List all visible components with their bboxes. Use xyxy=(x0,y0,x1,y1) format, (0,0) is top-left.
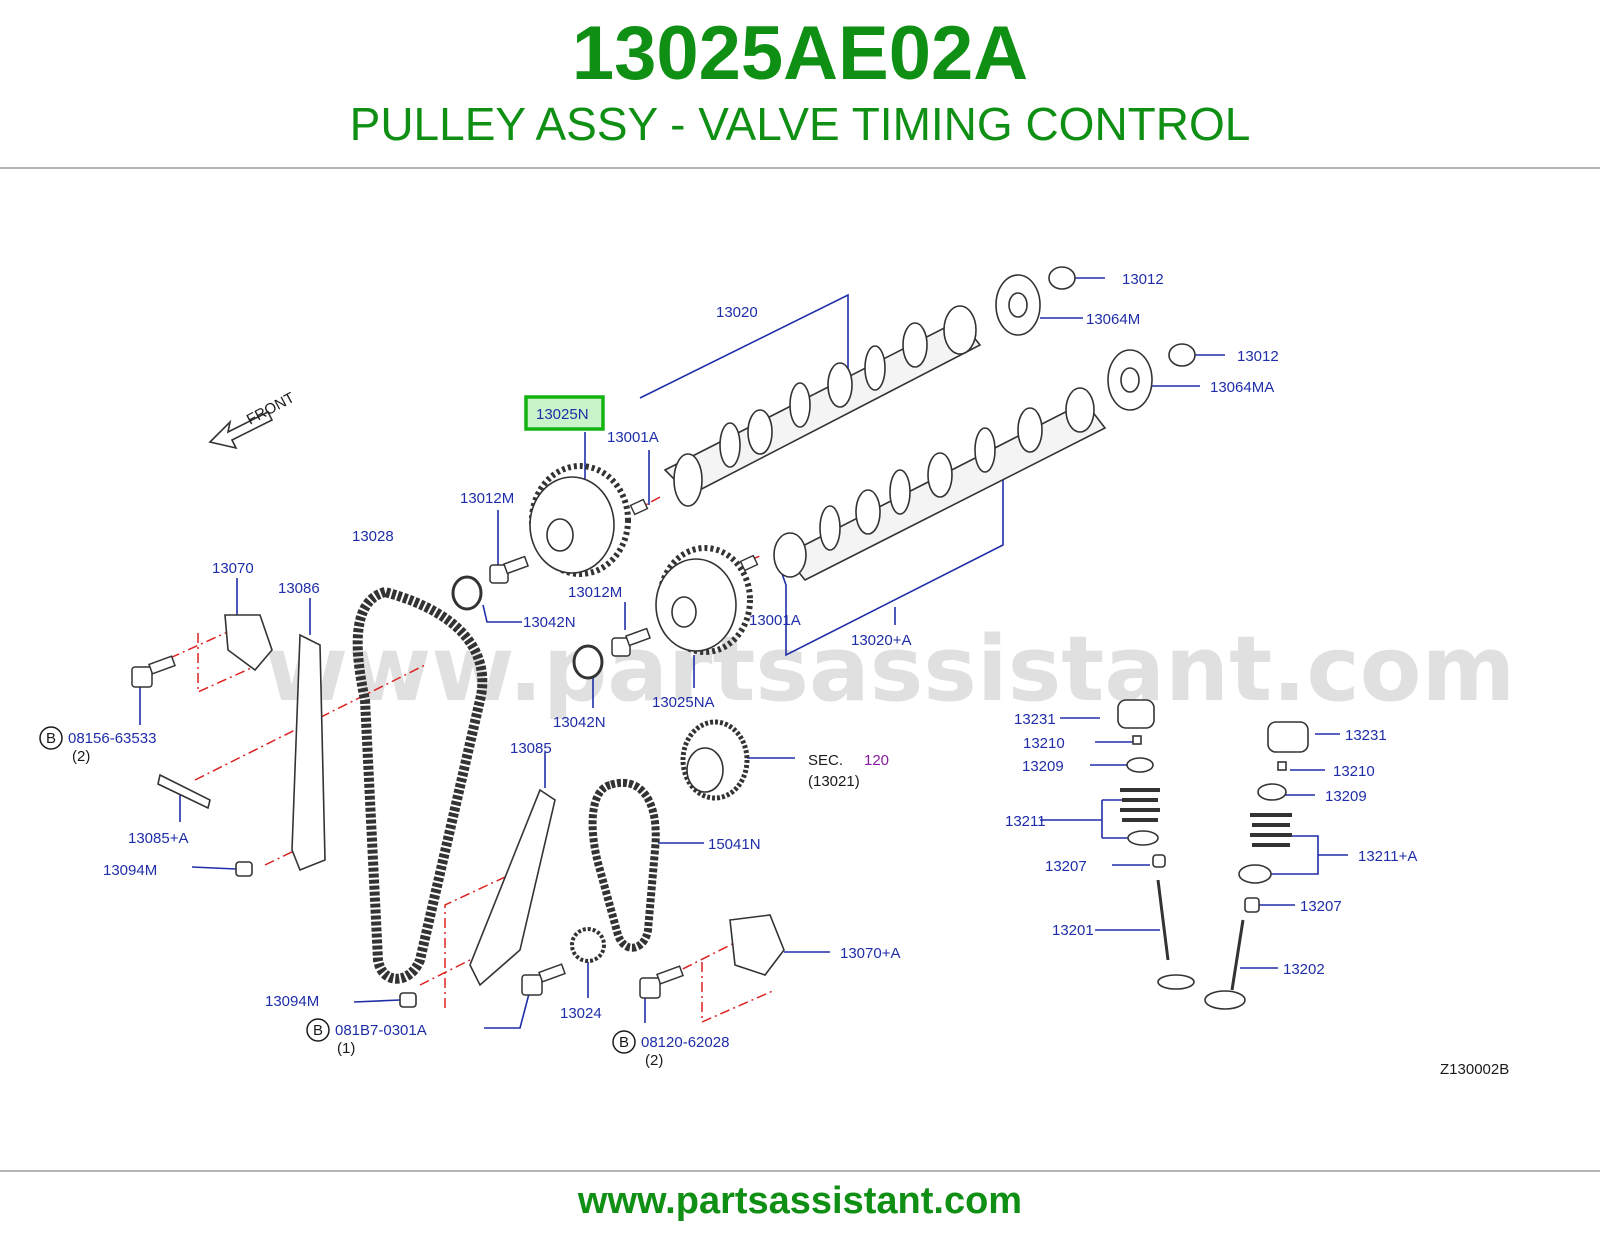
oil-pump-chain-15041n xyxy=(588,778,660,952)
vtc-pulley-13025na xyxy=(655,545,753,655)
bolt-marker-081b7: B xyxy=(306,1018,330,1042)
part-description: PULLEY ASSY - VALVE TIMING CONTROL xyxy=(349,98,1251,150)
sec-sublabel: (13021) xyxy=(808,773,860,790)
part-label-13028[interactable]: 13028 xyxy=(352,528,394,545)
part-label-13202[interactable]: 13202 xyxy=(1283,961,1325,978)
valve-train-left xyxy=(1117,699,1195,990)
part-label-13012m-mid[interactable]: 13012M xyxy=(568,584,622,601)
part-label-13025na[interactable]: 13025NA xyxy=(652,694,715,711)
part-label-13231-right[interactable]: 13231 xyxy=(1345,727,1387,744)
part-label-13020[interactable]: 13020 xyxy=(716,304,758,321)
part-label-13001a-mid[interactable]: 13001A xyxy=(749,612,801,629)
part-qty-08120: (2) xyxy=(645,1052,663,1069)
sec-link-120[interactable]: 120 xyxy=(864,752,889,769)
watermark-text: www.partsassistant.com xyxy=(265,617,1515,722)
part-label-08120-62028[interactable]: 08120-62028 xyxy=(641,1034,729,1051)
dowel-pin-mid xyxy=(739,554,759,572)
header-divider xyxy=(0,167,1600,169)
part-label-13001a-top[interactable]: 13001A xyxy=(607,429,659,446)
chain-tensioner-13070a xyxy=(729,914,785,976)
page-header: 13025AE02A PULLEY ASSY - VALVE TIMING CO… xyxy=(0,0,1600,168)
exhaust-camshaft xyxy=(773,387,1107,582)
bolts xyxy=(131,555,684,999)
bolt-081b7 xyxy=(521,974,543,996)
svg-text:B: B xyxy=(313,1022,323,1039)
part-label-13070[interactable]: 13070 xyxy=(212,560,254,577)
part-label-13085a[interactable]: 13085+A xyxy=(128,830,188,847)
part-label-13207-left[interactable]: 13207 xyxy=(1045,858,1087,875)
part-label-13042n-bot[interactable]: 13042N xyxy=(553,714,606,731)
gear-sec-120 xyxy=(680,719,750,801)
seal-13042n-top xyxy=(451,575,483,611)
svg-text:B: B xyxy=(46,730,56,747)
part-label-13064ma[interactable]: 13064MA xyxy=(1210,379,1274,396)
svg-text:B: B xyxy=(619,1034,629,1051)
part-label-13042n-top[interactable]: 13042N xyxy=(523,614,576,631)
part-label-13094m-bot[interactable]: 13094M xyxy=(265,993,319,1010)
part-qty-08156: (2) xyxy=(72,748,90,765)
part-label-13085[interactable]: 13085 xyxy=(510,740,552,757)
part-label-13024[interactable]: 13024 xyxy=(560,1005,602,1022)
timing-chain-13028 xyxy=(352,586,488,984)
chain-tensioner-13070 xyxy=(224,614,273,672)
part-label-081b7-0301a[interactable]: 081B7-0301A xyxy=(335,1022,427,1039)
part-qty-081b7: (1) xyxy=(337,1040,355,1057)
figure-code: Z130002B xyxy=(1440,1061,1509,1078)
part-label-13211a[interactable]: 13211+A xyxy=(1358,848,1417,865)
part-label-13064m[interactable]: 13064M xyxy=(1086,311,1140,328)
crank-sprocket-13024 xyxy=(570,927,606,963)
valve-train-right xyxy=(1204,721,1309,1010)
part-label-08156-63533[interactable]: 08156-63533 xyxy=(68,730,156,747)
sec-label: SEC. xyxy=(808,752,843,769)
part-label-13210-right[interactable]: 13210 xyxy=(1333,763,1375,780)
part-label-13025n[interactable]: 13025N xyxy=(536,406,589,423)
part-label-13231-left[interactable]: 13231 xyxy=(1014,711,1056,728)
front-label: FRONT xyxy=(244,389,298,428)
part-label-13020a[interactable]: 13020+A xyxy=(851,632,911,649)
bolt-marker-08156: B xyxy=(39,726,63,750)
part-label-13070a[interactable]: 13070+A xyxy=(840,945,900,962)
plug-13012-mid xyxy=(1168,343,1196,367)
bolt-marker-08120: B xyxy=(612,1030,636,1054)
footer-url[interactable]: www.partsassistant.com xyxy=(577,1180,1023,1222)
front-arrow-icon: FRONT xyxy=(208,389,298,450)
part-label-13211[interactable]: 13211 xyxy=(1005,813,1046,830)
footer-divider xyxy=(0,1170,1600,1172)
intake-camshaft xyxy=(663,305,982,507)
chain-guide-13085a xyxy=(157,773,211,810)
sensor-plate-13064m xyxy=(995,274,1041,336)
pivot-bolt-13094m-top xyxy=(235,861,253,877)
part-label-13012-top[interactable]: 13012 xyxy=(1122,271,1164,288)
part-label-13201[interactable]: 13201 xyxy=(1052,922,1094,939)
part-label-13094m-top[interactable]: 13094M xyxy=(103,862,157,879)
part-label-13086[interactable]: 13086 xyxy=(278,580,320,597)
chain-guide-13085 xyxy=(469,788,556,987)
part-label-13209-left[interactable]: 13209 xyxy=(1022,758,1064,775)
part-label-15041n[interactable]: 15041N xyxy=(708,836,761,853)
pivot-bolt-13094m-bot xyxy=(399,992,417,1008)
dowel-pin-top xyxy=(629,498,649,516)
plug-13012-top xyxy=(1048,266,1076,290)
part-label-13012m-top[interactable]: 13012M xyxy=(460,490,514,507)
bolt-08156 xyxy=(131,666,153,688)
seal-13042n-bot xyxy=(572,644,604,680)
sensor-plate-13064ma xyxy=(1107,349,1153,411)
highlight-box-13025n xyxy=(524,395,605,431)
part-label-13210-left[interactable]: 13210 xyxy=(1023,735,1065,752)
part-label-13209-right[interactable]: 13209 xyxy=(1325,788,1367,805)
part-label-13012-mid[interactable]: 13012 xyxy=(1237,348,1279,365)
bolt-13012m-mid xyxy=(611,637,631,657)
bolt-08120 xyxy=(639,977,661,999)
vtc-pulley-13025n xyxy=(529,463,631,577)
part-label-13207-right[interactable]: 13207 xyxy=(1300,898,1342,915)
chain-guide-13086 xyxy=(291,633,326,872)
part-number-title: 13025AE02A xyxy=(571,11,1029,96)
